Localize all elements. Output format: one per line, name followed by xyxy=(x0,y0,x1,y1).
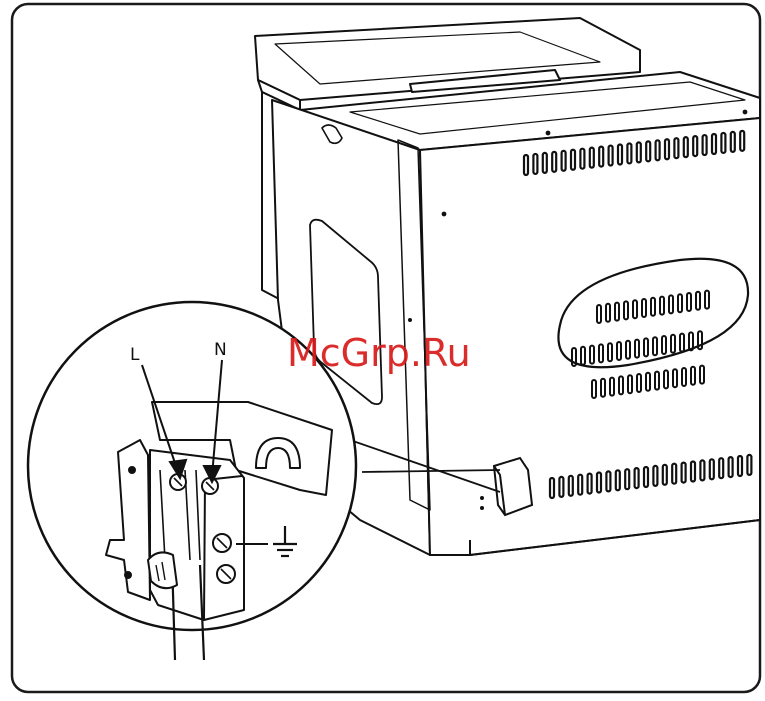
live-label: L xyxy=(130,345,140,365)
watermark-text: McGrp.Ru xyxy=(287,331,471,375)
terminal-cover xyxy=(494,458,532,515)
neutral-label: N xyxy=(214,340,227,360)
